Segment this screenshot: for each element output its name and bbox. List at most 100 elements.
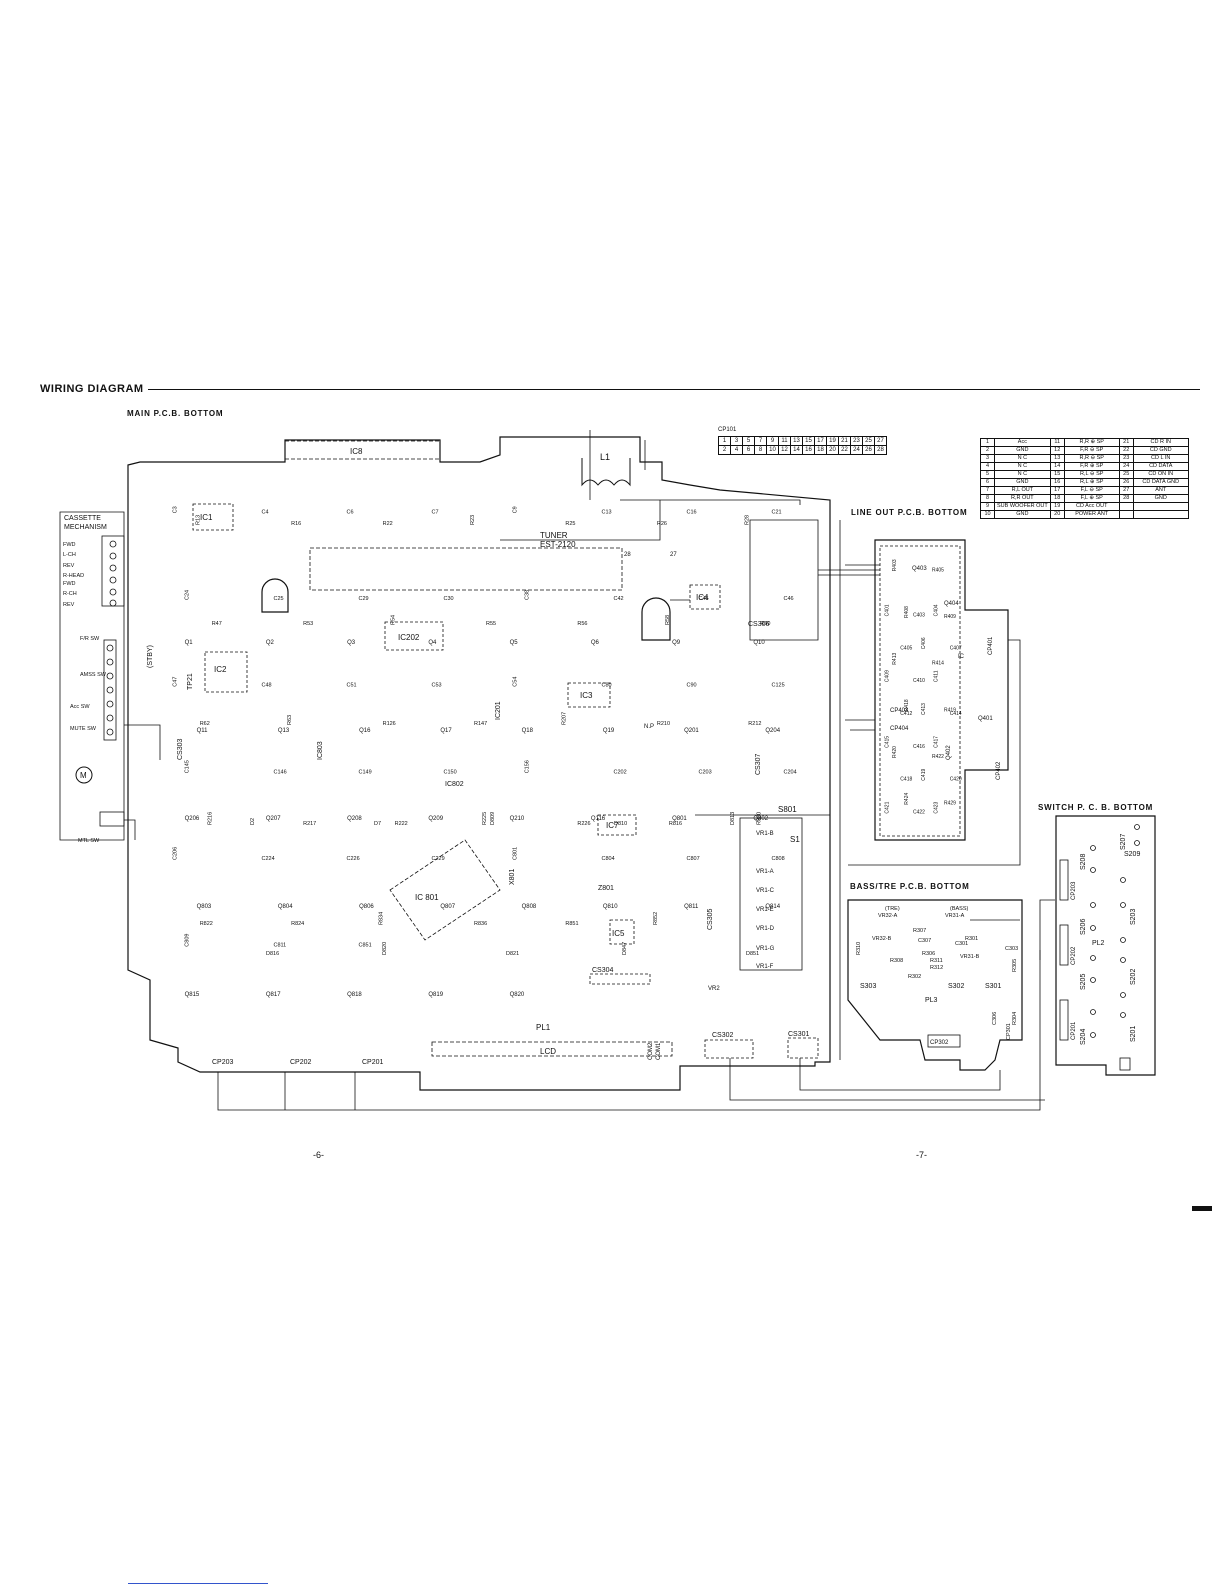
line-out-ic-label: IC xyxy=(958,654,965,660)
r312-label: R312 xyxy=(930,965,943,971)
s208-label: S208 xyxy=(1080,854,1087,870)
pl3-label: PL3 xyxy=(925,997,938,1004)
s204-label: S204 xyxy=(1080,1029,1087,1045)
c301-label: C301 xyxy=(955,941,968,947)
l1-label: L1 xyxy=(600,452,610,462)
capacitor-label: C51 xyxy=(347,683,357,689)
r308-label: R308 xyxy=(890,958,903,964)
transistor-label: Q810 xyxy=(603,904,618,910)
resistor-label: R852 xyxy=(653,912,659,925)
diode-label: D7 xyxy=(374,821,381,827)
page-number-right: -7- xyxy=(916,1150,927,1160)
transistor-label: Q201 xyxy=(684,728,699,734)
cassette-mechanism-box xyxy=(59,511,125,841)
s301-label: S301 xyxy=(985,983,1001,990)
ic8-outline xyxy=(284,440,441,460)
resistor-label: R62 xyxy=(200,721,210,727)
l1-coil xyxy=(581,458,631,487)
line-out-capacitor-label: C422 xyxy=(913,810,925,816)
transistor-label: Q2 xyxy=(266,640,275,646)
resistor-label: R55 xyxy=(486,621,496,627)
s303-label: S303 xyxy=(860,983,876,990)
tre-label: (TRE) xyxy=(885,906,900,912)
line-out-capacitor-label: C417 xyxy=(934,736,940,748)
cp402-label: CP402 xyxy=(996,761,1002,780)
capacitor-label: C811 xyxy=(274,943,287,949)
np-label: N.P xyxy=(644,724,654,730)
ic7-outline xyxy=(597,814,637,836)
cs301-label: CS301 xyxy=(788,1031,810,1038)
s801-label: S801 xyxy=(778,805,797,814)
capacitor-label: C809 xyxy=(185,934,191,947)
line-out-capacitor-label: C423 xyxy=(934,801,940,813)
capacitor-label: C45 xyxy=(699,596,709,602)
line-out-board-outline xyxy=(874,539,1009,841)
resistor-label: R54 xyxy=(391,615,397,625)
cassette-title-2: MECHANISM xyxy=(64,524,107,531)
cassette-labels: CASSETTE MECHANISM FWD L-CH REV R-HEAD F… xyxy=(63,515,107,844)
line-out-capacitor-label: C411 xyxy=(934,670,940,682)
ic801-outline xyxy=(389,839,501,941)
resistor-label: R216 xyxy=(208,812,214,825)
main-board-label: MAIN P.C.B. BOTTOM xyxy=(127,409,224,418)
lcd-label: LCD xyxy=(540,1047,556,1056)
cassette-switch-mute: MUTE SW xyxy=(70,726,97,732)
vr1-a-label: VR1-A xyxy=(756,869,774,875)
resistor-label: R126 xyxy=(383,721,396,727)
capacitor-label: C29 xyxy=(359,596,369,602)
s206-label: S206 xyxy=(1080,919,1087,935)
diode-label: D821 xyxy=(506,951,519,957)
capacitor-label: C53 xyxy=(432,683,442,689)
r307-label: R307 xyxy=(913,928,926,934)
line-out-resistor-label: R429 xyxy=(944,801,956,807)
line-out-resistor-label: R420 xyxy=(892,746,898,758)
com2-label: COM2 xyxy=(648,1042,654,1060)
transistor-label: Q210 xyxy=(510,816,525,822)
switch-board-label: SWITCH P. C. B. BOTTOM xyxy=(1038,803,1154,812)
line-out-resistor-label: R422 xyxy=(932,754,944,760)
s209-label: S209 xyxy=(1124,851,1140,858)
resistor-label: R217 xyxy=(303,821,316,827)
vr31a-label: VR31-A xyxy=(945,913,965,919)
vr1-g-label: VR1-G xyxy=(756,946,775,952)
title-rule xyxy=(148,389,1200,390)
tuner-arch-right xyxy=(641,597,671,641)
transistor-label: Q206 xyxy=(185,816,200,822)
cassette-pin-2: REV xyxy=(63,563,75,569)
resistor-label: R28 xyxy=(744,515,750,525)
tp21-label: TP21 xyxy=(187,673,194,690)
transistor-label: Q818 xyxy=(347,992,362,998)
line-out-capacitor-label: C421 xyxy=(884,801,890,813)
board-outlines xyxy=(59,436,1156,1091)
cs304-label: CS304 xyxy=(592,967,614,974)
capacitor-label: C807 xyxy=(687,856,700,862)
vr1-e-label: VR1-E xyxy=(756,907,774,913)
transistor-label: Q808 xyxy=(522,904,537,910)
ic4-outline xyxy=(689,584,721,610)
motor-label: M xyxy=(80,771,87,780)
z801-label: Z801 xyxy=(598,885,614,892)
transistor-label: Q804 xyxy=(278,904,293,910)
capacitor-label: C25 xyxy=(274,596,284,602)
capacitor-label: C146 xyxy=(274,769,287,775)
cp101-even-row: 2 4 6 8 10 12 14 16 18 20 22 24 26 28 xyxy=(718,445,887,455)
resistor-label: R836 xyxy=(474,921,487,927)
com1-label: COM1 xyxy=(656,1042,662,1060)
transistor-label: Q18 xyxy=(522,728,534,734)
capacitor-label: C125 xyxy=(772,683,785,689)
capacitor-label: C16 xyxy=(687,509,697,515)
transistor-label: Q4 xyxy=(428,640,437,646)
cassette-pin-5: R-CH xyxy=(63,591,77,597)
main-board-labels: IC8 IC1 IC2 IC202 IC3 IC4 IC5 IC7 IC201 … xyxy=(147,447,810,1066)
vr1-block-outline xyxy=(739,817,803,971)
transistor-label: Q811 xyxy=(684,904,699,910)
capacitor-label: C229 xyxy=(432,856,445,862)
capacitor-label: C24 xyxy=(185,590,191,600)
transistor-label: Q11 xyxy=(197,728,209,734)
q401-label: Q401 xyxy=(978,716,993,722)
line-out-capacitor-label: C403 xyxy=(913,612,925,618)
cassette-switch-fr: F/R SW xyxy=(80,636,100,642)
capacitor-label: C149 xyxy=(359,769,372,775)
